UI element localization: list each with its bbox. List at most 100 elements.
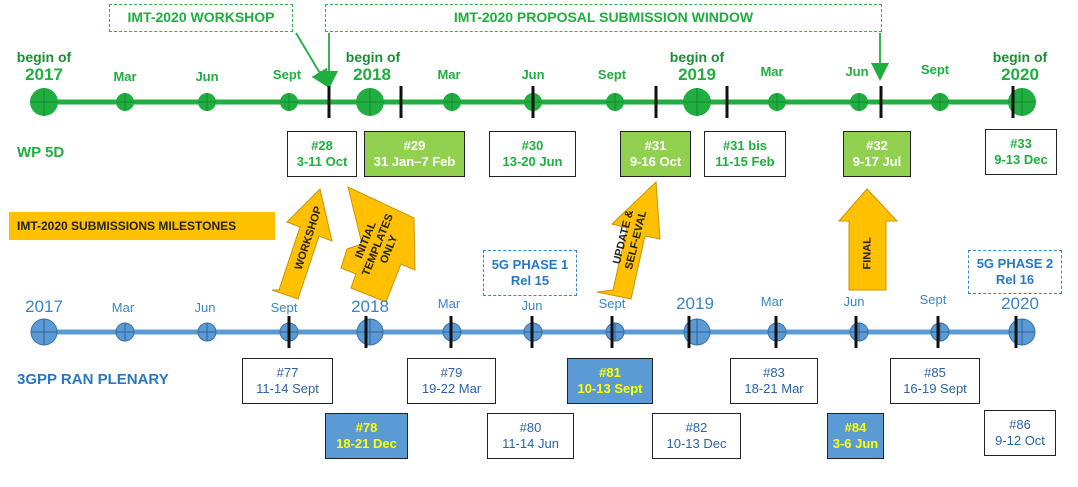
wp5d-month-dot (198, 93, 216, 111)
ran-month-dot (849, 322, 869, 342)
ran-month-dot (115, 322, 135, 342)
ran-meeting-box: #84 3-6 Jun (827, 413, 884, 459)
ran-month-dot (605, 322, 625, 342)
wp5d-meeting-box: #29 31 Jan–7 Feb (364, 131, 465, 177)
wp5d-year-label: 2019 (678, 65, 716, 84)
wp5d-year-dot (356, 88, 384, 116)
meeting-number: #31 bis (722, 137, 768, 153)
wp5d-month-dot (606, 93, 624, 111)
wp5d-meeting-box: #32 9-17 Jul (843, 131, 911, 177)
meeting-number: #77 (276, 364, 299, 380)
arrow-text-final: FINAL (861, 237, 874, 270)
workshop-pointer-arrow (295, 32, 329, 88)
workshop-banner-text: IMT-2020 WORKSHOP (127, 9, 275, 26)
ran-heading: 3GPP RAN PLENARY (17, 371, 169, 388)
meeting-number: #31 (644, 137, 667, 153)
meeting-date: 11-14 Sept (256, 381, 319, 396)
meeting-date: 31 Jan–7 Feb (373, 154, 456, 169)
ran-meeting-box: #83 18-21 Mar (730, 358, 818, 404)
meeting-date: 9-12 Oct (995, 433, 1045, 448)
meeting-date: 18-21 Dec (336, 436, 397, 451)
ran-year-dot (30, 318, 58, 346)
wp5d-year-dot (30, 88, 58, 116)
wp5d-meeting-box: #30 13-20 Jun (489, 131, 576, 177)
meeting-number: #83 (763, 364, 785, 380)
wp5d-month-label: Jun (521, 67, 545, 82)
ran-month-label: Sept (919, 292, 947, 307)
wp5d-begin-label: begin of (992, 49, 1048, 65)
wp5d-month-dot (850, 93, 868, 111)
wp5d-begin-label: begin of (669, 49, 725, 65)
ran-month-label: Mar (111, 300, 135, 315)
ran-month-label: Jun (194, 300, 216, 315)
wp5d-month-label: Mar (760, 64, 784, 79)
meeting-date: 3-6 Jun (832, 436, 879, 451)
phase2-box: 5G PHASE 2 Rel 16 (968, 250, 1062, 294)
ran-meeting-box: #82 10-13 Dec (652, 413, 741, 459)
meeting-number: #78 (355, 419, 378, 435)
wp5d-heading: WP 5D (17, 144, 65, 161)
meeting-date: 9-17 Jul (852, 154, 902, 169)
wp5d-month-label: Sept (920, 62, 950, 77)
phase2-rel: Rel 16 (995, 272, 1035, 287)
wp5d-year-label: 2020 (1001, 65, 1039, 84)
meeting-number: #28 (311, 137, 333, 153)
ran-year-label: 2020 (1001, 294, 1039, 313)
meeting-date: 18-21 Mar (744, 381, 804, 396)
meeting-number: #79 (440, 364, 463, 380)
wp5d-month-dot (931, 93, 949, 111)
ran-month-label: Jun (521, 298, 543, 313)
milestone-arrow-workshop (271, 188, 333, 300)
meeting-number: #81 (599, 364, 621, 380)
wp5d-begin-label: begin of (16, 49, 72, 65)
meeting-number: #86 (1009, 416, 1031, 432)
milestone-arrow-update (596, 180, 661, 300)
ran-year-dot (356, 318, 384, 346)
ran-meeting-box: #78 18-21 Dec (325, 413, 408, 459)
meeting-number: #32 (866, 137, 888, 153)
ran-year-label: 2017 (25, 297, 63, 316)
wp5d-month-label: Sept (272, 67, 302, 82)
wp5d-month-label: Mar (437, 67, 461, 82)
milestone-arrow-final (837, 188, 899, 291)
meeting-number: #80 (519, 419, 542, 435)
milestones-label: IMT-2020 SUBMISSIONS MILESTONES (9, 212, 275, 240)
phase1-title: 5G PHASE 1 (491, 256, 569, 272)
wp5d-meeting-box: #28 3-11 Oct (287, 131, 357, 177)
wp5d-month-dot (768, 93, 786, 111)
wp5d-begin-label: begin of (345, 49, 401, 65)
meeting-number: #33 (1010, 135, 1032, 151)
phase1-rel: Rel 15 (510, 273, 550, 288)
ran-month-label: Sept (270, 300, 298, 315)
wp5d-month-label: Jun (195, 69, 219, 84)
ran-month-dot (930, 322, 950, 342)
wp5d-month-dot (443, 93, 461, 111)
meeting-date: 19-22 Mar (421, 381, 482, 396)
ran-meeting-box: #81 10-13 Sept (567, 358, 653, 404)
ran-month-label: Mar (437, 296, 461, 311)
milestone-arrow-initial (340, 186, 416, 303)
meeting-date: 10-13 Dec (666, 436, 727, 451)
ran-month-label: Mar (760, 294, 784, 309)
meeting-date: 16-19 Sept (903, 381, 967, 396)
ran-meeting-box: #79 19-22 Mar (407, 358, 496, 404)
ran-meeting-box: #77 11-14 Sept (242, 358, 333, 404)
meeting-date: 13-20 Jun (502, 154, 563, 169)
proposal-window-text: IMT-2020 PROPOSAL SUBMISSION WINDOW (453, 9, 754, 26)
wp5d-year-dot (683, 88, 711, 116)
wp5d-month-label: Sept (597, 67, 627, 82)
wp5d-month-label: Jun (845, 64, 869, 79)
workshop-banner: IMT-2020 WORKSHOP (109, 4, 293, 32)
ran-year-label: 2019 (676, 294, 714, 313)
meeting-number: #85 (924, 364, 946, 380)
wp5d-meeting-box: #33 9-13 Dec (985, 129, 1057, 175)
ran-month-label: Jun (843, 294, 865, 309)
meeting-date: 11-14 Jun (502, 436, 559, 451)
ran-month-dot (197, 322, 217, 342)
phase2-title: 5G PHASE 2 (976, 255, 1054, 271)
wp5d-year-markers (30, 88, 1036, 116)
wp5d-meeting-ticks (327, 86, 1015, 118)
meeting-date: 3-11 Oct (296, 154, 348, 169)
